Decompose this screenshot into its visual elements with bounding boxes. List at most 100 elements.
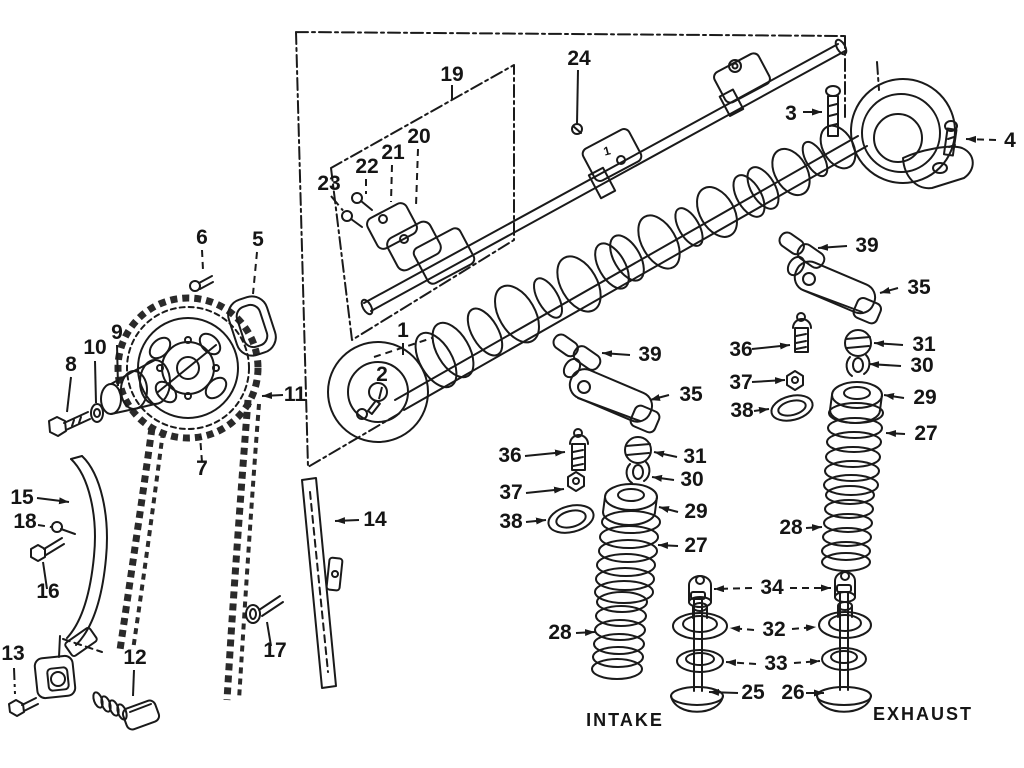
part-label-32: 32 (762, 618, 785, 641)
part-label-31-exhaust: 31 (912, 333, 936, 356)
part-label-13: 13 (1, 642, 24, 665)
nut-37-exhaust (786, 370, 804, 391)
part-labels: 19 24 3 4 20 21 22 23 6 5 39 35 9 10 8 1… (1, 47, 1016, 704)
caption-exhaust: EXHAUST (873, 704, 973, 724)
part-label-28-exhaust: 28 (779, 516, 803, 539)
part-label-29-intake: 29 (684, 500, 707, 523)
spring-retainer-29-intake (602, 483, 658, 526)
part-label-34: 34 (760, 576, 784, 599)
chain-guide-curved-15 (64, 455, 108, 657)
part-label-36-exhaust: 36 (729, 338, 752, 361)
part-label-4: 4 (1004, 129, 1016, 152)
pivot-stud-36-intake (569, 428, 589, 471)
rocker-bracket-rear (713, 52, 771, 117)
bolt-6-part (189, 275, 214, 292)
drive-cam-9-part (100, 359, 171, 415)
valve-seal-34-intake (688, 575, 712, 608)
camshaft (394, 124, 868, 411)
part-label-30-intake: 30 (680, 468, 703, 491)
tensioner-bolt-part (8, 697, 39, 717)
pivot-caps-39-exhaust (778, 231, 826, 277)
part-label-18: 18 (13, 510, 37, 533)
bolt-18-part (51, 521, 76, 535)
part-label-27-exhaust: 27 (914, 422, 937, 445)
part-label-35-intake: 35 (679, 383, 703, 406)
part-label-19: 19 (440, 63, 463, 86)
part-label-37-intake: 37 (499, 481, 522, 504)
intake-valve-25-part (670, 591, 724, 713)
spring-seat-32-intake (672, 602, 728, 640)
retainer-31-intake (624, 436, 652, 464)
bolt-8-part (48, 411, 91, 437)
caption-intake: INTAKE (586, 710, 664, 730)
part-label-5: 5 (252, 228, 264, 251)
group-plane-camshaft (295, 31, 880, 468)
part-label-11: 11 (284, 383, 307, 406)
part-label-3: 3 (785, 102, 797, 125)
rocker-arm-35-exhaust (793, 260, 883, 325)
washer-10-part (90, 403, 104, 423)
collet-30-exhaust (845, 354, 871, 377)
part-label-25: 25 (741, 681, 765, 704)
spring-seat-38-exhaust (770, 394, 814, 422)
part-label-15: 15 (10, 486, 34, 509)
collet-30-intake (625, 461, 651, 484)
part-label-17: 17 (263, 639, 286, 662)
tensioner-spring-12 (92, 691, 161, 731)
part-label-7: 7 (196, 457, 208, 480)
part-label-24: 24 (567, 47, 591, 70)
bracket-stamp: 1 (602, 143, 612, 158)
part-label-14: 14 (363, 508, 387, 531)
part-label-39-exhaust: 39 (855, 234, 878, 257)
screw-24-part (571, 123, 583, 135)
camshaft-front-flange (327, 341, 429, 443)
part-label-38-intake: 38 (499, 510, 523, 533)
part-label-33: 33 (764, 652, 787, 675)
stud-4-part (942, 120, 958, 157)
part-label-1: 1 (397, 319, 409, 342)
leader-lines (13, 69, 997, 697)
part-label-36-intake: 36 (498, 444, 521, 467)
part-label-8: 8 (65, 353, 77, 376)
rocker-arm-35-intake (568, 368, 661, 434)
part-label-23: 23 (317, 172, 340, 195)
bolt-17-part (245, 595, 284, 624)
part-label-30-exhaust: 30 (910, 354, 933, 377)
inner-spring-28-intake (591, 591, 648, 680)
part-label-37-exhaust: 37 (729, 371, 752, 394)
part-label-12: 12 (123, 646, 146, 669)
spring-seat-32-exhaust (818, 601, 872, 639)
outer-spring-27-exhaust (823, 402, 884, 496)
part-label-22: 22 (355, 155, 378, 178)
part-label-10: 10 (83, 336, 106, 359)
nut-37-intake (567, 471, 585, 492)
dowel-pin-2-part (366, 399, 381, 415)
part-label-20: 20 (407, 125, 430, 148)
part-label-27-intake: 27 (684, 534, 707, 557)
part-label-2: 2 (376, 363, 388, 386)
spring-seat-38-intake (547, 504, 595, 534)
retainer-31-exhaust (844, 329, 872, 357)
chain-tensioner-13 (33, 635, 103, 700)
part-label-38-exhaust: 38 (730, 399, 754, 422)
bolt-16-part (30, 537, 65, 562)
screw-22-part (351, 192, 373, 211)
camshaft-thrust-plate (902, 145, 974, 190)
pivot-stud-36-exhaust (792, 312, 812, 353)
part-label-16: 16 (36, 580, 59, 603)
part-label-31-intake: 31 (683, 445, 707, 468)
part-label-21: 21 (381, 141, 405, 164)
part-label-26: 26 (781, 681, 804, 704)
part-label-35-exhaust: 35 (907, 276, 931, 299)
part-label-9: 9 (111, 321, 123, 344)
camshaft-rear-journal (850, 78, 956, 184)
gasket-5-part (227, 295, 277, 357)
rocker-bracket-front (366, 202, 476, 285)
inner-spring-28-exhaust (821, 485, 875, 572)
outer-spring-27-intake (594, 510, 661, 604)
seat-ring-33-intake (676, 649, 724, 673)
seat-ring-33-exhaust (821, 647, 867, 671)
chain-guide-straight-14 (301, 477, 344, 689)
